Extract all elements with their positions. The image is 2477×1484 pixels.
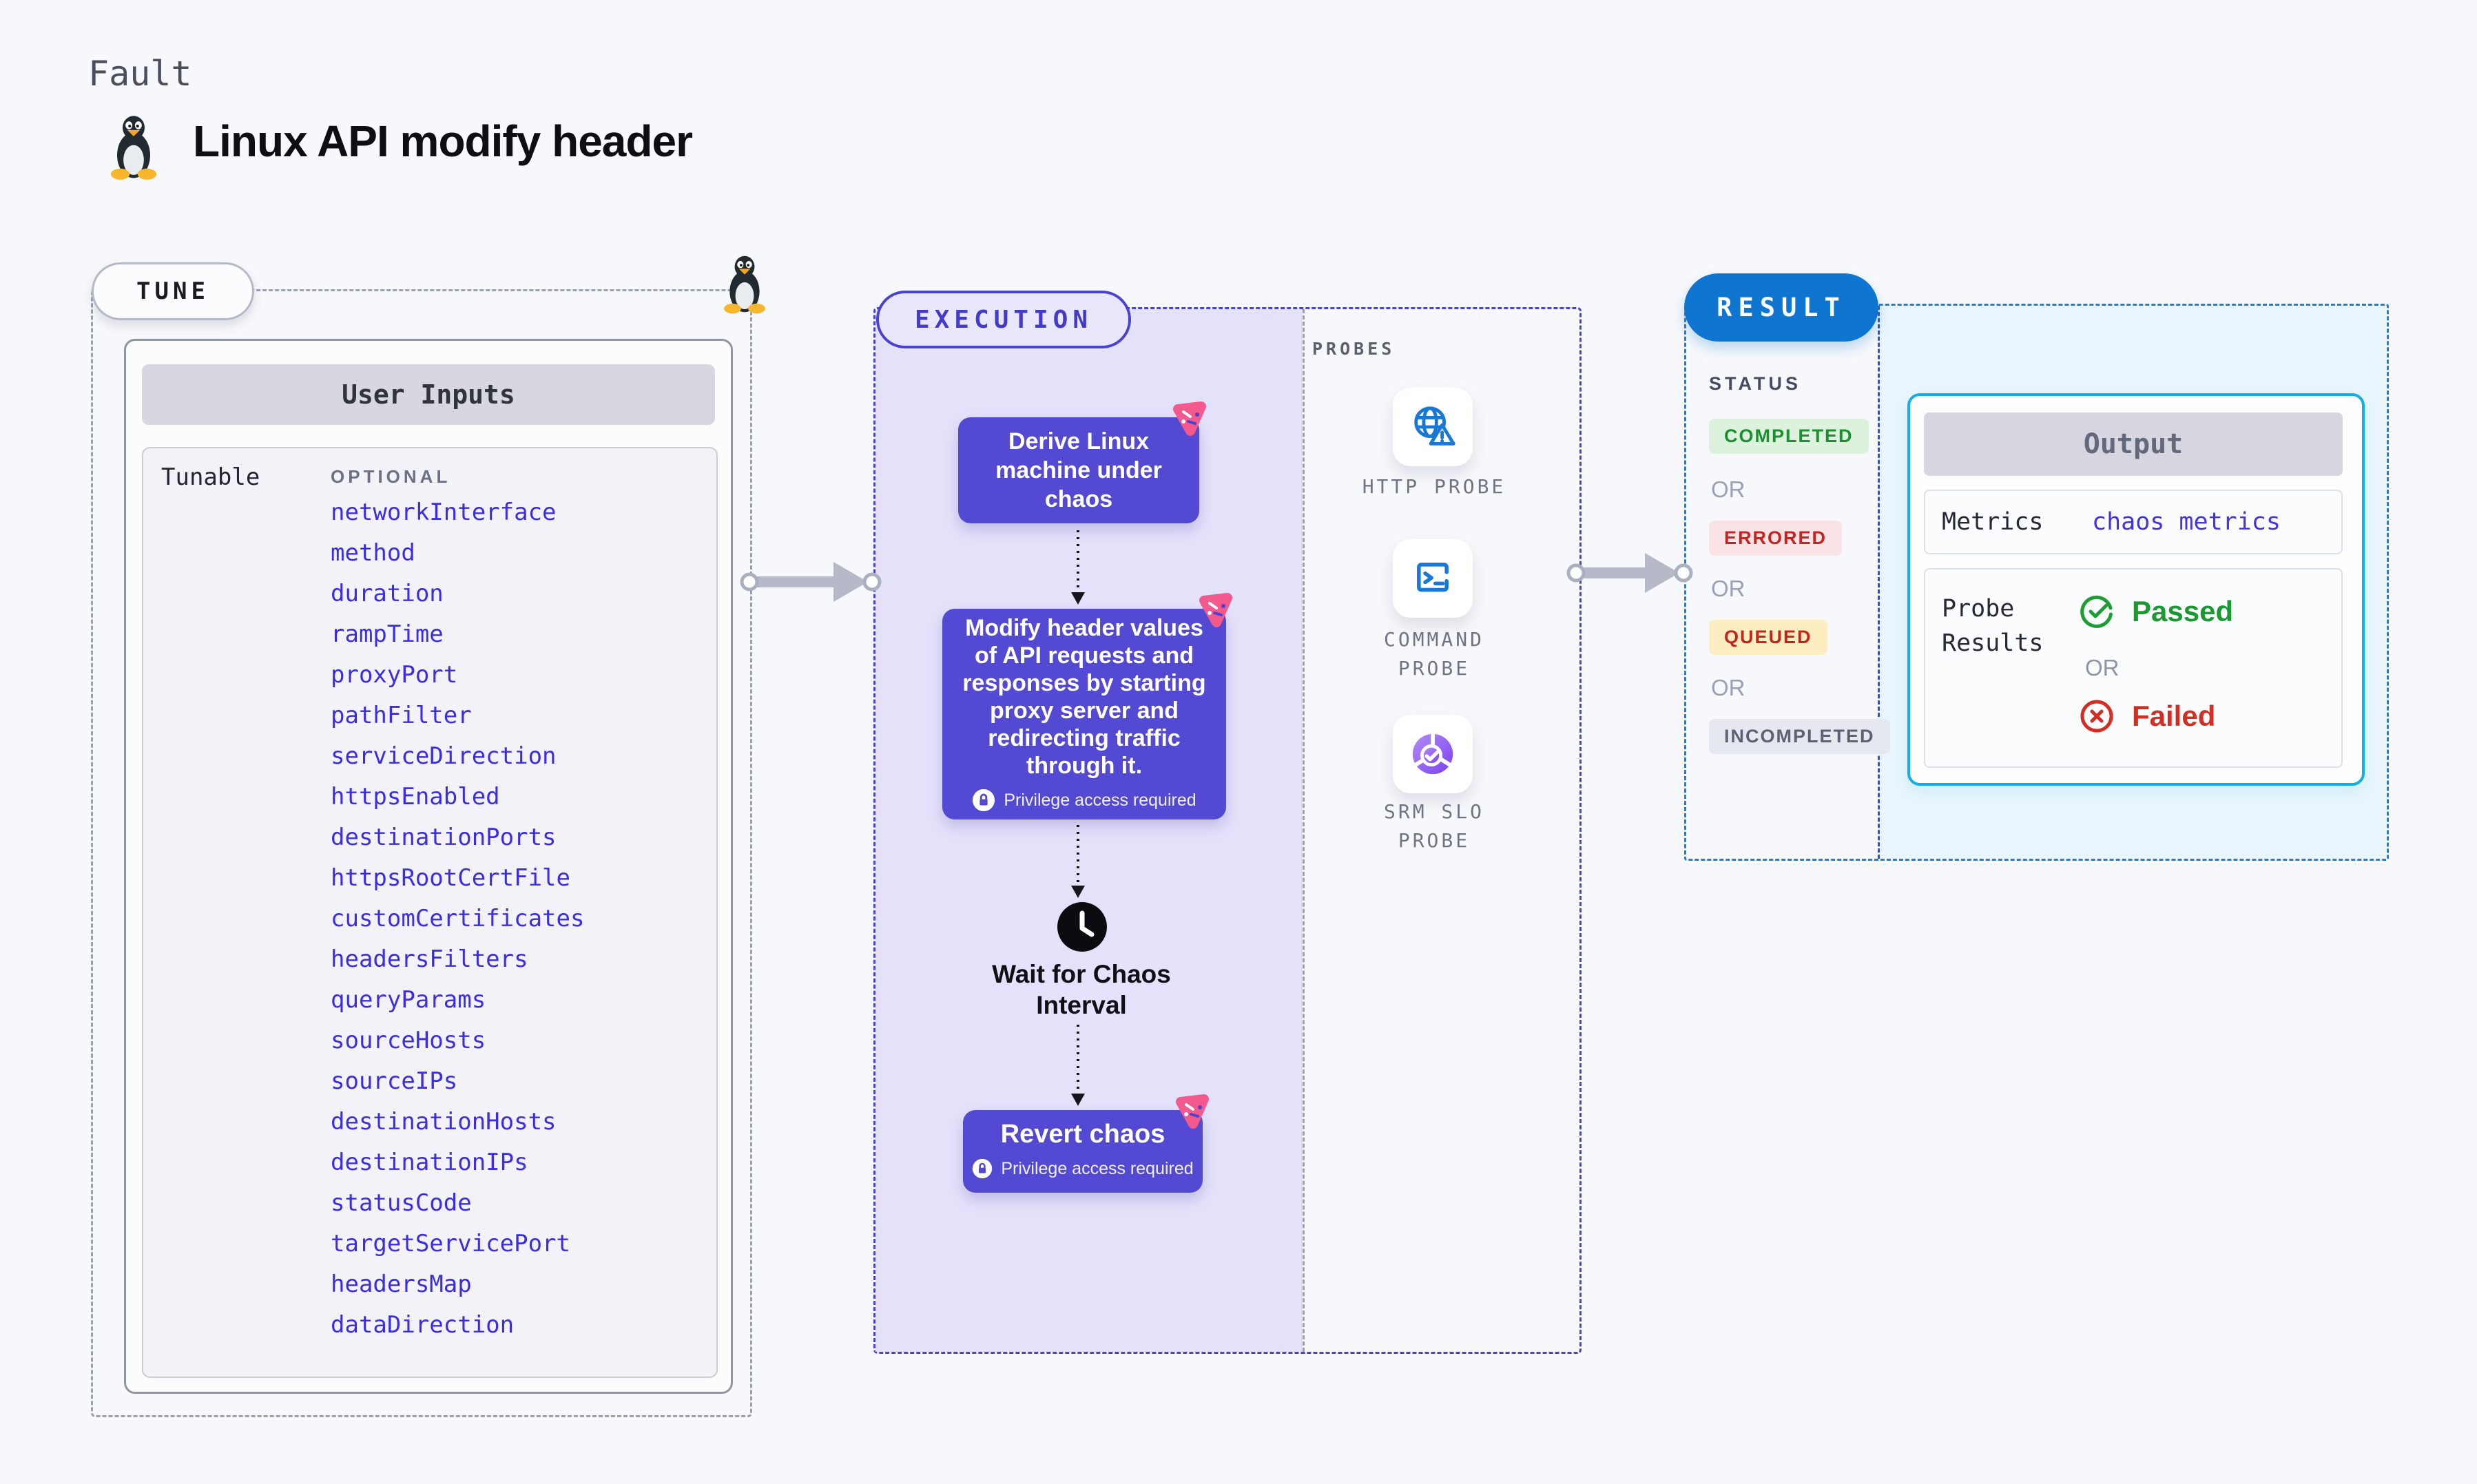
user-inputs-header: User Inputs xyxy=(142,364,715,425)
status-badge-completed: COMPLETED xyxy=(1709,419,1869,454)
privilege-note-label: Privilege access required xyxy=(1001,1159,1194,1178)
execution-badge: EXECUTION xyxy=(876,291,1131,348)
passed-result: Passed xyxy=(2080,594,2233,629)
tunable-param-list: networkInterface method duration rampTim… xyxy=(331,492,584,1346)
param-item: headersFilters xyxy=(331,945,528,973)
x-circle-icon xyxy=(2080,699,2114,733)
probe-results-label: Probe Results xyxy=(1942,595,2044,657)
status-badge-incompleted: INCOMPLETED xyxy=(1709,719,1890,754)
privilege-note-label: Privilege access required xyxy=(1004,791,1196,810)
http-probe-card xyxy=(1393,388,1473,466)
output-header: Output xyxy=(1924,412,2343,476)
privilege-note: Privilege access required xyxy=(972,1153,1194,1184)
status-badge-queued: QUEUED xyxy=(1709,620,1827,655)
fault-kicker: Fault xyxy=(88,54,192,94)
slo-donut-icon xyxy=(1409,730,1457,778)
param-item: statusCode xyxy=(331,1189,472,1217)
linux-tux-icon xyxy=(107,114,160,180)
param-item: networkInterface xyxy=(331,499,557,526)
step-wait-label: Wait for Chaos Interval xyxy=(992,960,1171,1019)
step-derive-label: Derive Linux machine under chaos xyxy=(995,428,1162,512)
param-item: pathFilter xyxy=(331,702,472,729)
param-item: destinationPorts xyxy=(331,824,557,851)
privilege-note: Privilege access required xyxy=(972,786,1196,814)
tune-section-box xyxy=(91,289,752,1417)
tune-to-execution-arrow xyxy=(738,559,883,605)
param-item: headersMap xyxy=(331,1271,472,1298)
metrics-row: Metrics chaos metrics xyxy=(1924,490,2343,554)
param-item: targetServicePort xyxy=(331,1230,570,1257)
chaos-metrics-link: chaos metrics xyxy=(2092,508,2281,536)
flow-arrow xyxy=(1070,529,1086,606)
param-item: duration xyxy=(331,580,444,607)
probes-label: PROBES xyxy=(1312,339,1396,359)
param-item: httpsRootCertFile xyxy=(331,864,570,892)
tune-badge: TUNE xyxy=(92,262,254,320)
param-item: rampTime xyxy=(331,620,444,648)
user-inputs-card: User Inputs Tunable OPTIONAL networkInte… xyxy=(124,339,733,1394)
flow-arrow xyxy=(1070,824,1086,899)
param-item: proxyPort xyxy=(331,661,458,689)
probe-results-row: Probe Results Passed OR F xyxy=(1924,568,2343,768)
passed-label: Passed xyxy=(2132,595,2234,627)
param-item: httpsEnabled xyxy=(331,783,500,811)
failed-result: Failed xyxy=(2080,699,2215,733)
output-card: Output Metrics chaos metrics Probe Resul… xyxy=(1907,393,2365,786)
lock-icon xyxy=(972,788,995,812)
param-item: method xyxy=(331,539,415,567)
metrics-label: Metrics xyxy=(1942,508,2044,536)
or-label: OR xyxy=(1711,477,1745,502)
linux-tux-border-icon xyxy=(722,252,767,317)
param-item: sourceIPs xyxy=(331,1067,458,1095)
param-item: customCertificates xyxy=(331,905,585,932)
chaos-icon xyxy=(1167,397,1211,441)
globe-alert-icon xyxy=(1409,403,1457,451)
tunables-panel: Tunable OPTIONAL networkInterface method… xyxy=(142,447,718,1378)
result-badge: RESULT xyxy=(1684,273,1878,342)
tunable-label: Tunable xyxy=(161,463,260,491)
or-label: OR xyxy=(1711,576,1745,601)
step-revert-chaos: Revert chaos Privilege access required xyxy=(963,1110,1203,1193)
step-modify-label: Modify header values of API requests and… xyxy=(962,615,1206,779)
status-badge-errored: ERRORED xyxy=(1709,521,1843,556)
step-modify-header: Modify header values of API requests and… xyxy=(942,609,1226,819)
optional-label: OPTIONAL xyxy=(331,466,451,487)
execution-to-result-arrow xyxy=(1565,550,1696,596)
param-item: queryParams xyxy=(331,986,486,1014)
clock-icon xyxy=(1056,901,1108,953)
param-item: sourceHosts xyxy=(331,1027,486,1054)
failed-label: Failed xyxy=(2132,700,2216,732)
command-probe-card xyxy=(1393,539,1473,618)
chaos-icon xyxy=(1170,1089,1214,1133)
or-label: OR xyxy=(2085,655,2120,680)
param-item: destinationHosts xyxy=(331,1108,557,1136)
chaos-icon xyxy=(1193,588,1237,632)
check-circle-icon xyxy=(2080,594,2114,629)
param-item: destinationIPs xyxy=(331,1149,528,1176)
probes-panel xyxy=(1303,309,1579,1352)
terminal-icon xyxy=(1410,556,1455,601)
param-item: serviceDirection xyxy=(331,742,557,770)
srm-slo-probe-label: SRM SLO PROBE xyxy=(1383,800,1484,852)
or-label: OR xyxy=(1711,675,1745,700)
command-probe-label: COMMAND PROBE xyxy=(1383,628,1484,680)
flow-arrow xyxy=(1070,1023,1086,1107)
step-revert-label: Revert chaos xyxy=(1000,1120,1165,1149)
step-derive-machine: Derive Linux machine under chaos xyxy=(958,417,1199,523)
status-label: STATUS xyxy=(1709,373,1801,394)
param-item: dataDirection xyxy=(331,1311,515,1339)
lock-icon xyxy=(972,1158,993,1179)
page-title: Linux API modify header xyxy=(193,116,693,166)
srm-slo-probe-card xyxy=(1393,715,1473,793)
http-probe-label: HTTP PROBE xyxy=(1362,475,1506,498)
